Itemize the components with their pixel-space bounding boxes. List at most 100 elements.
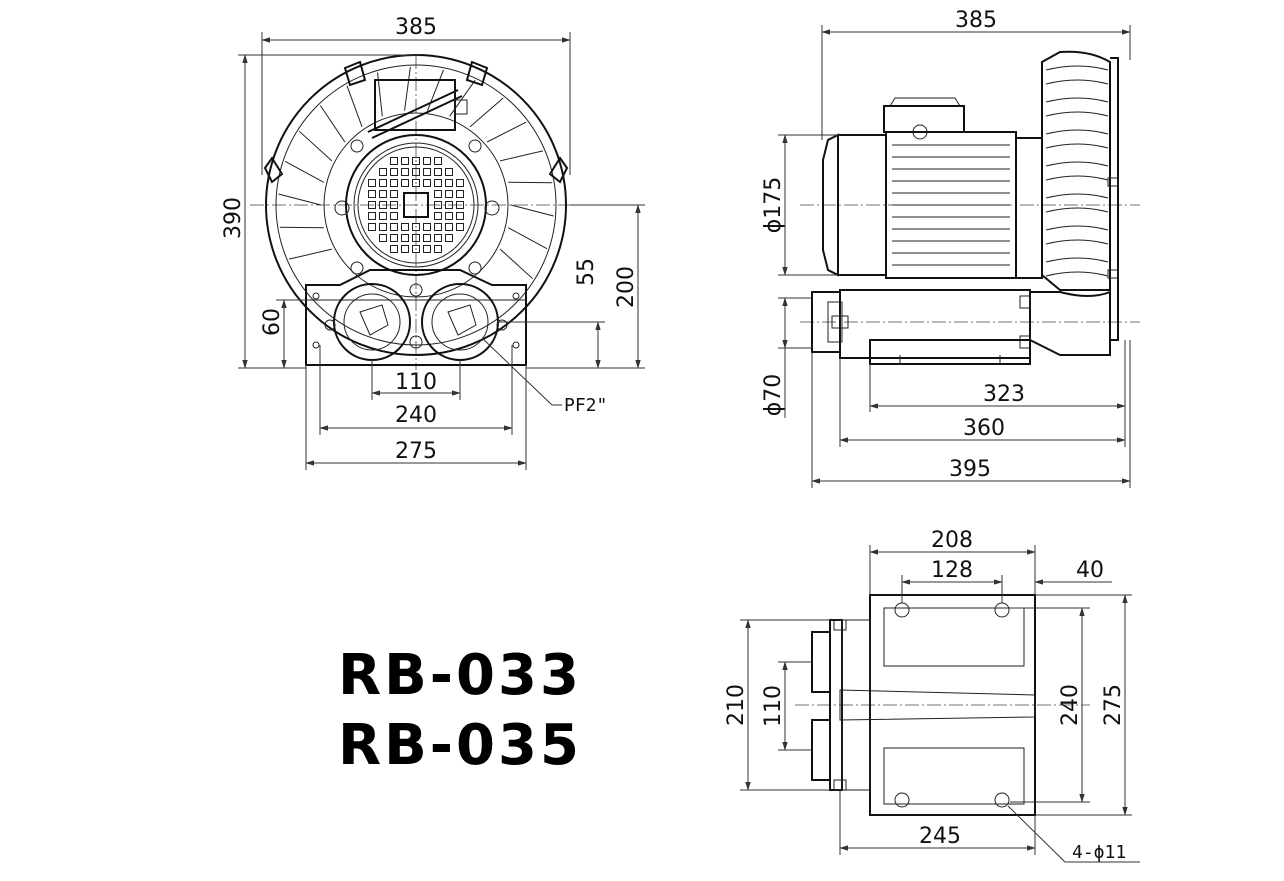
housing-fin <box>1045 193 1109 213</box>
grille-cell <box>445 212 453 220</box>
grille-cell <box>401 157 409 165</box>
front-dim-55: 55 <box>574 258 599 286</box>
model-name-2: RB-035 <box>338 713 582 778</box>
fin-line <box>486 121 527 143</box>
grille-cell <box>390 245 398 253</box>
bottom-dim-240: 240 <box>1058 684 1083 726</box>
grille-cell <box>368 223 376 231</box>
grille-cell <box>434 190 442 198</box>
fin-line <box>449 80 476 117</box>
front-dim-390: 390 <box>221 197 246 239</box>
fin-line <box>500 150 544 162</box>
fin-line <box>279 226 324 229</box>
grille-cell <box>412 179 420 187</box>
bottom-dim-110: 110 <box>761 685 786 727</box>
front-dim-60: 60 <box>260 308 285 336</box>
grille-cell <box>445 168 453 176</box>
fin-line <box>404 67 411 111</box>
front-dim-240: 240 <box>395 403 437 428</box>
grille-cell <box>434 223 442 231</box>
grille-cell <box>379 168 387 176</box>
grille-cell <box>390 168 398 176</box>
side-dim-323: 323 <box>983 382 1025 407</box>
side-dim-395: 395 <box>949 457 991 482</box>
bottom-dim-40: 40 <box>1076 558 1104 583</box>
grille-cell <box>390 190 398 198</box>
side-dim-phi175: ϕ175 <box>761 177 786 234</box>
mounting-holes-label: 4-ϕ11 <box>1072 842 1126 863</box>
fin-line <box>499 248 534 280</box>
grille-cell <box>368 179 376 187</box>
fin-line <box>469 97 504 128</box>
grille-cell <box>412 223 420 231</box>
bottom-dim-128: 128 <box>931 558 973 583</box>
front-view: 385 390 200 55 60 110 240 275 PF2" <box>221 15 645 470</box>
grille-cell <box>401 245 409 253</box>
grille-cell <box>445 190 453 198</box>
grille-cell <box>434 234 442 242</box>
grille-cell <box>423 168 431 176</box>
grille-cell <box>379 190 387 198</box>
housing-fin <box>1045 65 1109 85</box>
grille-cell <box>401 179 409 187</box>
fin-line <box>298 130 333 162</box>
fin-line <box>508 181 553 184</box>
grille-cell <box>434 157 442 165</box>
grille-cell <box>390 201 398 209</box>
grille-cell <box>401 234 409 242</box>
grille-cell <box>434 168 442 176</box>
fin-line <box>508 227 548 250</box>
grille-cell <box>368 212 376 220</box>
grille-cell <box>445 223 453 231</box>
fin-line <box>284 160 324 183</box>
grille-cell <box>412 157 420 165</box>
grille-cell <box>456 223 464 231</box>
fin-line <box>510 204 554 217</box>
grille-cell <box>379 234 387 242</box>
grille-cell <box>368 190 376 198</box>
housing-fin <box>1045 257 1109 277</box>
grille-cell <box>423 245 431 253</box>
fin-line <box>288 248 332 260</box>
grille-cell <box>456 190 464 198</box>
grille-cell <box>434 245 442 253</box>
side-dim-360: 360 <box>963 416 1005 441</box>
grille-cell <box>412 168 420 176</box>
bottom-dim-245: 245 <box>919 824 961 849</box>
grille-cell <box>423 157 431 165</box>
grille-cell <box>456 212 464 220</box>
model-name-1: RB-033 <box>338 643 582 708</box>
bottom-dim-275: 275 <box>1101 684 1126 726</box>
grille-cell <box>434 212 442 220</box>
fin-line <box>426 69 444 111</box>
grille-cell <box>379 212 387 220</box>
bottom-view: 208 128 40 210 110 240 275 245 4-ϕ11 <box>724 528 1140 863</box>
grille-cell <box>390 223 398 231</box>
grille-cell <box>412 245 420 253</box>
grille-cell <box>379 223 387 231</box>
grille-cell <box>390 179 398 187</box>
grille-cell <box>434 201 442 209</box>
grille-cell <box>390 157 398 165</box>
grille-cell <box>423 179 431 187</box>
fin-line <box>319 105 346 143</box>
grille-cell <box>412 234 420 242</box>
side-dim-385: 385 <box>955 8 997 33</box>
bottom-dim-208: 208 <box>931 528 973 553</box>
grille-cell <box>390 212 398 220</box>
front-dim-275: 275 <box>395 439 437 464</box>
grille-cell <box>445 234 453 242</box>
side-view: 385 ϕ175 ϕ70 323 360 395 <box>761 8 1140 488</box>
grille-cell <box>456 179 464 187</box>
grille-cell <box>401 223 409 231</box>
port-thread-label: PF2" <box>564 395 607 416</box>
fin-line <box>278 193 322 206</box>
housing-fin <box>1045 129 1109 149</box>
grille-cell <box>379 179 387 187</box>
front-dim-385: 385 <box>395 15 437 40</box>
front-dim-200: 200 <box>614 266 639 308</box>
bottom-dim-210: 210 <box>724 684 749 726</box>
grille-cell <box>423 234 431 242</box>
housing-fin <box>1045 161 1109 181</box>
